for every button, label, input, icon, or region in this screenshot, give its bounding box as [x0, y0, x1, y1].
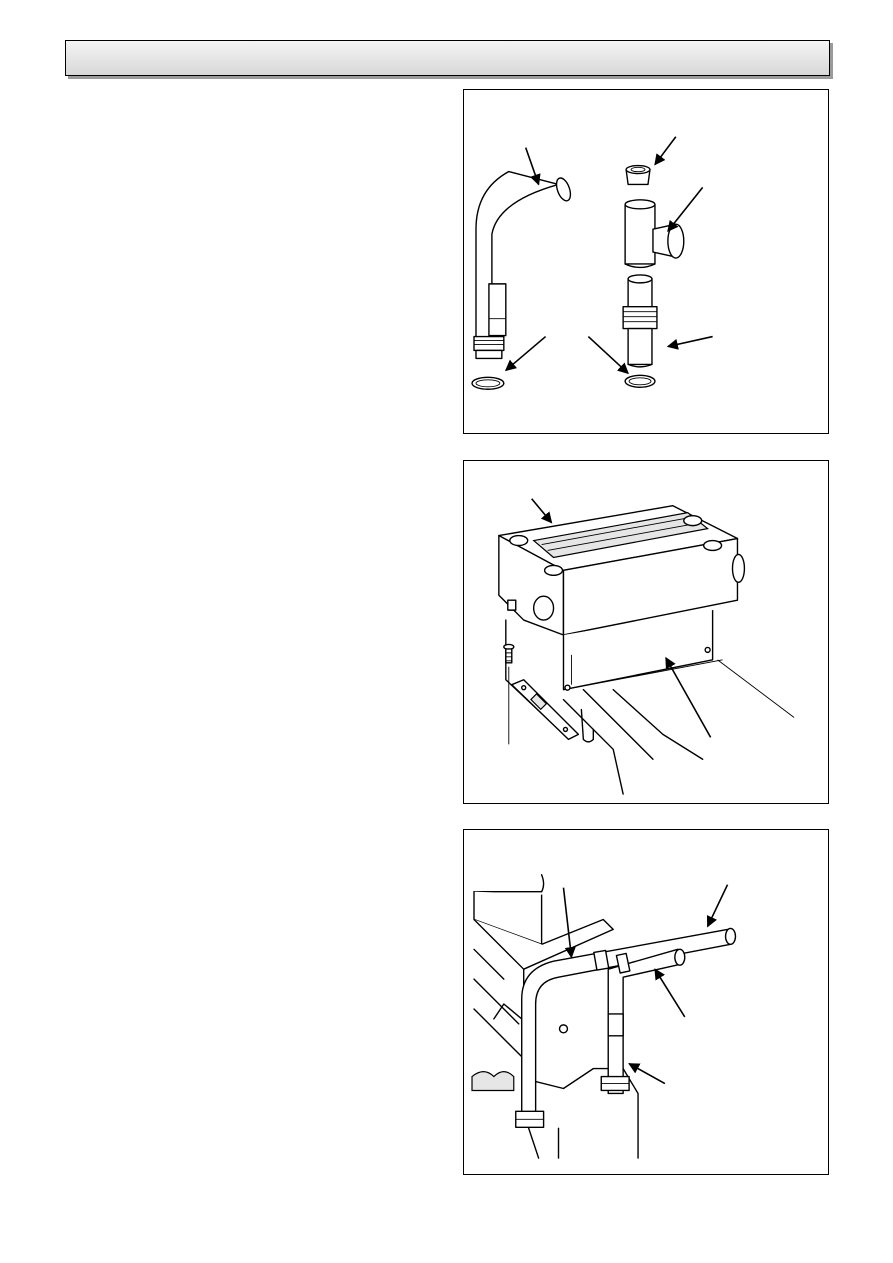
retaining-screw-icon	[503, 643, 515, 664]
o-ring-icon	[624, 374, 656, 388]
adaptor-icon	[622, 274, 658, 368]
flow-pipe-icon	[521, 927, 737, 1115]
pipe-components-diagram	[471, 136, 713, 390]
heat-exchanger-diagram	[498, 498, 795, 795]
union-nut-icon	[515, 1075, 630, 1128]
figure-heat-exchanger	[463, 460, 829, 804]
return-pipe-icon	[607, 948, 686, 1095]
pipe-connections-diagram	[471, 874, 737, 1159]
flow-pipe-icon	[473, 170, 572, 360]
o-ring-icon	[471, 376, 505, 390]
bracket-icon	[511, 679, 580, 741]
figure-pipe-components	[463, 89, 829, 434]
sealing-cap-icon	[625, 164, 651, 186]
figure-pipe-connections	[463, 829, 829, 1175]
heat-exchanger-fins	[532, 512, 710, 559]
heat-exchanger-icon	[498, 505, 746, 691]
page-header-bar	[65, 40, 830, 76]
tee-connector-icon	[624, 199, 685, 269]
